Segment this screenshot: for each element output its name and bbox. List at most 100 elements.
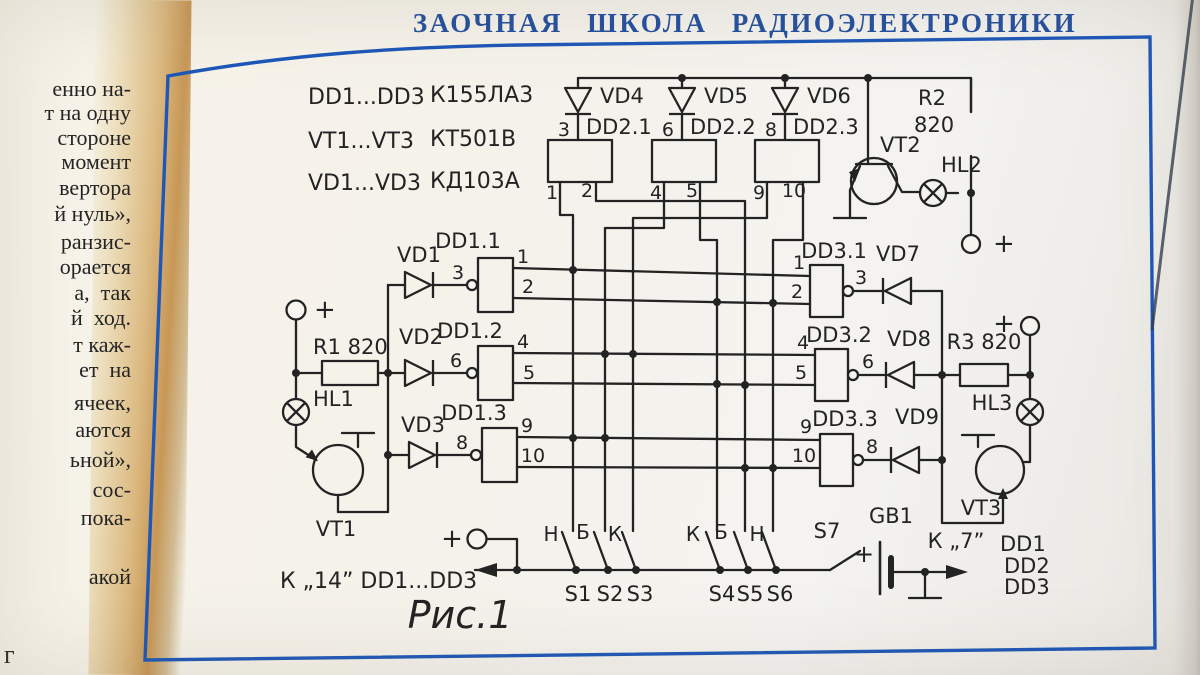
dd23-pin9: 9 [753,182,765,204]
margin-line: ет на [79,357,131,382]
switch-letter-k1: К [608,522,622,546]
figure-caption: Рис.1 [408,593,513,637]
s2-label: S2 [597,582,624,606]
dd33-pin9: 9 [800,416,812,438]
arrow-heads [305,168,1008,579]
plus-terminal-top-right: + [993,229,1015,259]
dd22-pin5: 5 [686,180,698,202]
dd13-pin9: 9 [521,415,533,437]
dd23-label: DD2.3 [793,115,859,139]
dd12-pin6: 6 [450,350,462,372]
dd11-pin1: 1 [517,246,529,268]
dd31-pin1: 1 [793,252,805,274]
dd32-pin5: 5 [795,362,807,384]
margin-line: ячеек, [74,390,131,415]
dd21-pin1: 1 [546,182,558,204]
dd31-pin3: 3 [855,267,867,289]
dd21-pin2: 2 [581,180,593,202]
plus-battery: + [854,540,874,568]
dd-stack-2: DD2 [1004,554,1050,578]
switch-letter-b1: Б [576,520,590,544]
s6-label: S6 [767,582,794,606]
dd13-pin8: 8 [456,432,468,454]
dd31-pin2: 2 [791,281,803,303]
blue-frame [143,35,1157,662]
margin-line: момент [61,149,131,174]
parts-list-refs-1: DD1...DD3 [308,85,425,110]
left-margin-text: енно на- т на одну стороне момент вертор… [0,0,135,675]
margin-line: т каж- [73,332,131,357]
vd3-label: VD3 [401,413,445,437]
dd12-label: DD1.2 [437,319,503,343]
parts-list-type-3: КД103А [430,169,520,194]
s5-label: S5 [737,582,764,606]
margin-line: т на одну [44,100,132,125]
vd6-label: VD6 [807,84,851,108]
switch-letter-b2: Б [714,520,728,544]
diode-symbols [403,86,921,475]
margin-line: пока- [80,505,131,530]
margin-line: й ход. [71,305,131,330]
switch-letter-n1: Н [543,522,558,546]
s1-label: S1 [565,582,592,606]
margin-line: енно на- [52,76,131,101]
margin-line: орается [59,254,131,279]
junction-dots [292,74,1034,576]
margin-line: й нуль», [54,201,131,226]
dd13-pin10: 10 [521,445,545,467]
dd22-pin6: 6 [662,119,674,141]
hl2-label: HL2 [941,153,982,177]
dd22-pin4: 4 [650,182,662,204]
parts-list-type-2: КТ501В [430,127,516,152]
dd23-pin8: 8 [765,119,777,141]
dd32-label: DD3.2 [806,323,872,347]
vd2-label: VD2 [399,325,443,349]
margin-line: ьной», [69,447,131,472]
r1-label: R1 820 [313,335,388,359]
dd11-pin2: 2 [522,276,534,298]
parts-list-refs-2: VT1...VT3 [308,129,414,154]
vt3-label: VT3 [961,496,1002,520]
dd23-pin10: 10 [782,180,806,202]
margin-line: а, так [74,280,131,305]
dd13-label: DD1.3 [441,401,507,425]
dd32-pin4: 4 [797,332,809,354]
dd32-pin6: 6 [862,351,874,373]
vd4-label: VD4 [600,84,644,108]
margin-line: сос- [92,477,131,502]
parts-list-refs-3: VD1...VD3 [308,171,421,196]
margin-line: аются [75,417,131,442]
plus-terminal-left: + [314,295,336,325]
vd9-label: VD9 [895,405,939,429]
stray-letter: г [4,640,15,669]
s7-label: S7 [814,519,841,543]
vd8-label: VD8 [887,327,931,351]
vd1-label: VD1 [397,243,441,267]
to-pin14-label: К „14” DD1...DD3 [280,569,477,594]
r2-name-label: R2 [918,86,946,110]
dd33-pin10: 10 [792,445,816,467]
plus-terminal-right: + [993,309,1015,339]
dd21-pin3: 3 [558,119,570,141]
gb1-label: GB1 [869,504,913,528]
dd-stack-1: DD1 [1000,532,1046,556]
book-edge-line [1150,0,1194,331]
dd33-label: DD3.3 [812,407,878,431]
r3-label: R3 820 [947,330,1022,354]
dd22-label: DD2.2 [690,115,756,139]
margin-line: вертора [59,175,131,200]
vd7-label: VD7 [876,242,920,266]
margin-line: ранзис- [60,229,131,254]
dd31-label: DD3.1 [801,239,867,263]
vt2-label: VT2 [880,133,921,157]
dd33-pin8: 8 [866,436,878,458]
vt1-label: VT1 [316,517,357,541]
to-pin7-label: К „7” [928,529,985,553]
dd12-pin4: 4 [517,331,529,353]
s4-label: S4 [709,582,736,606]
dd21-label: DD2.1 [586,115,652,139]
s3-label: S3 [627,582,654,606]
margin-line: стороне [57,125,131,150]
